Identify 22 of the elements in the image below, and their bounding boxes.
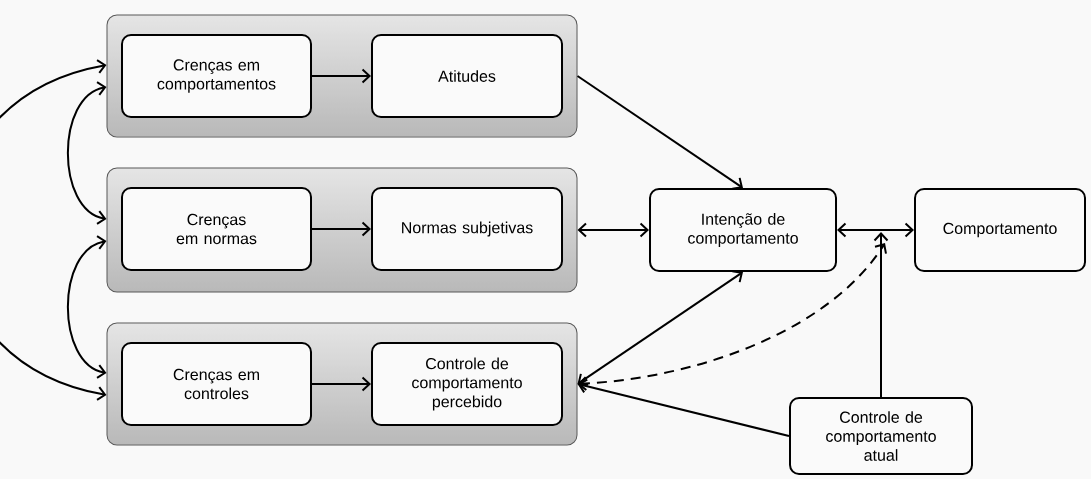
arrow <box>577 378 790 437</box>
process-box: Atitudes <box>371 34 563 118</box>
arrow <box>311 221 371 237</box>
process-box: Crenças em normas <box>121 187 312 271</box>
process-box: Intenção de comportamento <box>649 188 837 272</box>
arrow <box>66 235 107 379</box>
arrow <box>0 59 107 401</box>
dashed-arrow <box>577 243 887 392</box>
process-box: Comportamento <box>914 188 1086 272</box>
arrow <box>837 222 914 238</box>
arrow <box>873 232 889 398</box>
arrow <box>311 68 371 84</box>
process-box: Controle de comportamento atual <box>789 397 973 475</box>
arrow <box>576 75 743 190</box>
process-box: Controle de comportamento percebido <box>371 342 563 426</box>
arrow <box>577 270 743 386</box>
arrow <box>311 376 371 392</box>
process-box: Crenças em comportamentos <box>121 34 312 118</box>
process-box: Crenças em controles <box>121 342 312 426</box>
process-box: Normas subjetivas <box>371 187 563 271</box>
arrow <box>66 81 107 225</box>
arrow <box>577 222 649 238</box>
